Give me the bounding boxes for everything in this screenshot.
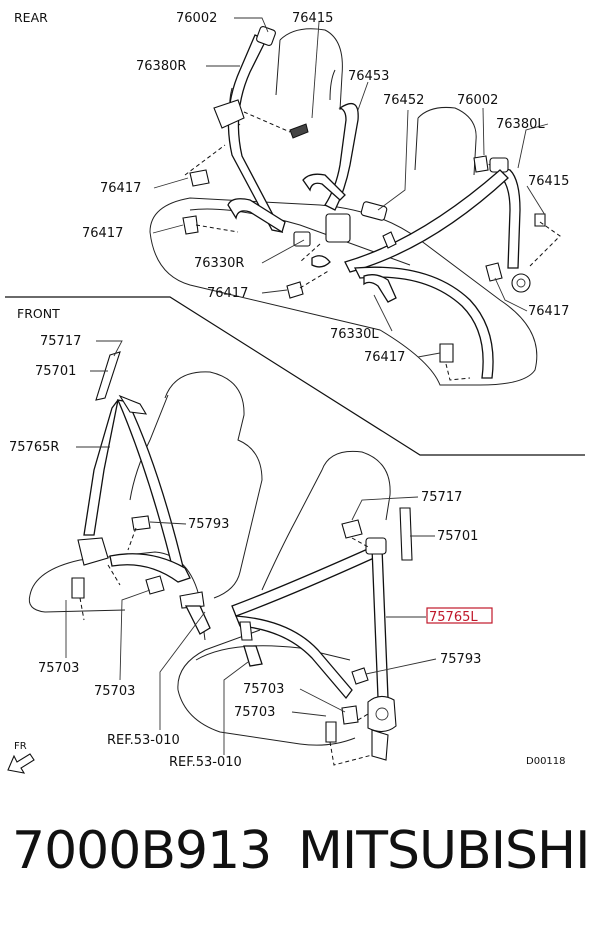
rear-bolt-icons bbox=[182, 123, 546, 363]
rear-center-belt-webbing bbox=[324, 102, 359, 211]
brand-name: MITSUBISHI bbox=[298, 821, 590, 881]
arrow-down-left-icon bbox=[7, 753, 35, 774]
front-section-label: FRONT bbox=[17, 306, 60, 321]
label-76417-a: 76417 bbox=[100, 181, 141, 196]
label-76417-b: 76417 bbox=[82, 226, 123, 241]
label-76380L: 76380L bbox=[496, 117, 545, 132]
label-75701-b: 75701 bbox=[437, 529, 478, 544]
label-ref-53-010-a: REF.53-010 bbox=[107, 733, 180, 748]
rear-left-belt-webbing bbox=[488, 163, 521, 269]
fr-label: FR bbox=[14, 741, 27, 752]
label-76415-a: 76415 bbox=[292, 11, 333, 26]
label-76002-b: 76002 bbox=[457, 93, 498, 108]
rear-left-retractor bbox=[511, 273, 531, 293]
part-number: 7000B913 bbox=[12, 821, 272, 881]
label-75793-a: 75793 bbox=[188, 517, 229, 532]
front-left-guide bbox=[399, 507, 413, 561]
label-75703-a: 75703 bbox=[243, 682, 284, 697]
rear-leader-lines bbox=[152, 17, 561, 381]
rear-section-label: REAR bbox=[14, 10, 48, 25]
front-right-belt-webbing bbox=[83, 399, 119, 536]
label-75765R: 75765R bbox=[9, 440, 59, 455]
label-75703-c: 75703 bbox=[38, 661, 79, 676]
label-75717-b: 75717 bbox=[421, 490, 462, 505]
front-right-retractor bbox=[77, 537, 109, 566]
rear-center-buckle bbox=[325, 213, 351, 243]
front-left-seat bbox=[177, 450, 391, 746]
rear-seat-cushion bbox=[149, 197, 538, 386]
label-75701-a: 75701 bbox=[35, 364, 76, 379]
front-right-seat bbox=[29, 371, 263, 641]
diagram-code: D00118 bbox=[526, 756, 566, 767]
label-75717-a: 75717 bbox=[40, 334, 81, 349]
label-76380R: 76380R bbox=[136, 59, 186, 74]
seat-belt-diagram: REAR bbox=[5, 10, 585, 774]
rear-seat-back-right bbox=[414, 107, 477, 176]
label-75703-d: 75703 bbox=[94, 684, 135, 699]
front-bolt-icons bbox=[71, 515, 369, 743]
front-left-belt-webbing bbox=[231, 547, 375, 617]
label-76330R: 76330R bbox=[194, 256, 244, 271]
label-76415-b: 76415 bbox=[528, 174, 569, 189]
label-76452: 76452 bbox=[383, 93, 424, 108]
label-76417-d: 76417 bbox=[528, 304, 569, 319]
label-ref-53-010-b: REF.53-010 bbox=[169, 755, 242, 770]
label-75765L[interactable]: 75765L bbox=[429, 610, 478, 625]
front-leader-lines bbox=[65, 340, 437, 766]
front-left-retractor bbox=[367, 695, 397, 733]
label-75793-b: 75793 bbox=[440, 652, 481, 667]
front-right-guide bbox=[95, 351, 121, 401]
caption-bar: 7000B913 MITSUBISHI bbox=[0, 825, 600, 915]
label-75703-b: 75703 bbox=[234, 705, 275, 720]
label-76330L: 76330L bbox=[330, 327, 379, 342]
rear-right-retractor bbox=[213, 99, 245, 129]
rear-seat-back-left bbox=[275, 28, 343, 111]
label-76417-e: 76417 bbox=[364, 350, 405, 365]
label-76417-c: 76417 bbox=[207, 286, 248, 301]
label-76002-a: 76002 bbox=[176, 11, 217, 26]
highlight-box-75765L bbox=[426, 607, 493, 624]
label-76453: 76453 bbox=[348, 69, 389, 84]
section-divider bbox=[5, 296, 585, 456]
